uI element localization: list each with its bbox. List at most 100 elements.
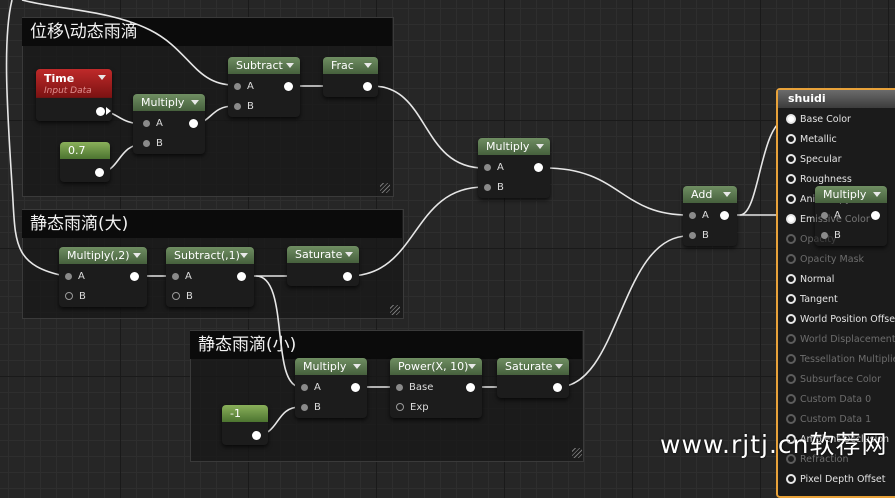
output-pin[interactable] (189, 119, 198, 128)
material-input-row[interactable]: Opacity Mask (786, 254, 864, 266)
chevron-down-icon[interactable] (345, 252, 353, 257)
multiply-by-2-node[interactable]: Multiply(,2) A B (59, 247, 147, 307)
input-pin-b[interactable]: B (234, 101, 254, 113)
input-pin-a[interactable]: A (821, 210, 841, 222)
input-pin-b[interactable]: B (172, 291, 193, 303)
material-input-row[interactable]: Metallic (786, 134, 837, 146)
output-pin[interactable] (252, 431, 261, 440)
input-pin-a[interactable]: A (484, 162, 504, 174)
node-header[interactable]: Saturate (287, 246, 359, 263)
chevron-down-icon[interactable] (286, 63, 294, 68)
input-pin-a[interactable]: A (234, 81, 254, 93)
output-pin[interactable] (534, 163, 543, 172)
input-pin-icon[interactable] (786, 114, 796, 124)
chevron-down-icon[interactable] (353, 364, 361, 369)
input-pin-a[interactable]: A (143, 118, 163, 130)
input-pin-icon[interactable] (786, 374, 796, 384)
output-pin[interactable] (284, 82, 293, 91)
node-header[interactable]: Subtract(,1) (166, 247, 254, 264)
input-pin-icon[interactable] (786, 294, 796, 304)
node-header[interactable]: Multiply (478, 138, 550, 155)
node-header[interactable]: Power(X, 10) (390, 358, 482, 375)
multiply-node-1[interactable]: Multiply A B (133, 94, 205, 154)
input-pin-b[interactable]: B (821, 230, 841, 242)
input-pin-icon[interactable] (786, 474, 796, 484)
multiply-node-2[interactable]: Multiply A B (478, 138, 550, 198)
input-pin-base[interactable]: Base (396, 382, 433, 394)
output-pin[interactable] (871, 211, 880, 220)
chevron-down-icon[interactable] (723, 192, 731, 197)
input-pin-a[interactable]: A (689, 210, 709, 222)
saturate-node-1[interactable]: Saturate (287, 246, 359, 286)
comment-resize-grip[interactable] (380, 183, 390, 193)
input-pin-icon[interactable] (786, 234, 796, 244)
material-input-row[interactable]: Custom Data 0 (786, 394, 871, 406)
material-input-row[interactable]: Roughness (786, 174, 852, 186)
chevron-down-icon[interactable] (191, 100, 199, 105)
input-pin-icon[interactable] (786, 254, 796, 264)
material-input-row[interactable]: Base Color (786, 114, 851, 126)
output-pin[interactable] (351, 383, 360, 392)
input-pin-b[interactable]: B (689, 230, 709, 242)
comment-resize-grip[interactable] (572, 448, 582, 458)
input-pin-a[interactable]: A (65, 271, 85, 283)
input-pin-icon[interactable] (786, 334, 796, 344)
power-node[interactable]: Power(X, 10) Base Exp (390, 358, 482, 418)
input-pin-icon[interactable] (786, 194, 796, 204)
material-input-row[interactable]: Pixel Depth Offset (786, 474, 886, 486)
input-pin-icon[interactable] (786, 434, 796, 444)
chevron-down-icon[interactable] (873, 192, 881, 197)
input-pin-icon[interactable] (786, 354, 796, 364)
input-pin-b[interactable]: B (65, 291, 86, 303)
chevron-down-icon[interactable] (536, 144, 544, 149)
input-pin-a[interactable]: A (172, 271, 192, 283)
material-input-row[interactable]: Subsurface Color (786, 374, 881, 386)
material-input-row[interactable]: Normal (786, 274, 834, 286)
output-pin[interactable] (95, 168, 104, 177)
output-pin[interactable] (466, 383, 475, 392)
material-input-row[interactable]: Refraction (786, 454, 849, 466)
time-node[interactable]: Time Input Data (36, 69, 112, 121)
input-pin-icon[interactable] (786, 454, 796, 464)
multiply-node-overlay[interactable]: Multiply A B (815, 186, 887, 246)
input-pin-b[interactable]: B (143, 138, 163, 150)
material-input-row[interactable]: Specular (786, 154, 842, 166)
output-pin[interactable] (720, 211, 729, 220)
input-pin-exp[interactable]: Exp (396, 402, 429, 414)
input-pin-icon[interactable] (786, 274, 796, 284)
input-pin-icon[interactable] (786, 174, 796, 184)
input-pin-icon[interactable] (786, 154, 796, 164)
input-pin-icon[interactable] (786, 134, 796, 144)
input-pin-b[interactable]: B (301, 402, 321, 414)
chevron-down-icon[interactable] (468, 364, 476, 369)
material-input-row[interactable]: Tangent (786, 294, 838, 306)
material-input-row[interactable]: Tessellation Multiplier (786, 354, 895, 366)
saturate-node-2[interactable]: Saturate (497, 358, 569, 398)
multiply-node-3[interactable]: Multiply A B (295, 358, 367, 418)
constant-node-0-7[interactable]: 0.7 (60, 142, 110, 182)
node-header[interactable]: Saturate (497, 358, 569, 375)
material-input-row[interactable]: World Displacement (786, 334, 895, 346)
material-input-row[interactable]: World Position Offset (786, 314, 895, 326)
input-pin-a[interactable]: A (301, 382, 321, 394)
output-pin[interactable] (130, 272, 139, 281)
output-pin[interactable] (343, 272, 352, 281)
node-header[interactable]: Multiply (815, 186, 887, 203)
input-pin-icon[interactable] (786, 394, 796, 404)
chevron-down-icon[interactable] (555, 364, 563, 369)
subtract-1-node[interactable]: Subtract(,1) A B (166, 247, 254, 307)
input-pin-icon[interactable] (786, 414, 796, 424)
node-header[interactable]: Subtract (228, 57, 300, 74)
chevron-down-icon[interactable] (240, 253, 248, 258)
node-header[interactable]: Multiply(,2) (59, 247, 147, 264)
input-pin-b[interactable]: B (484, 182, 504, 194)
chevron-down-icon[interactable] (364, 63, 372, 68)
material-input-row[interactable]: Custom Data 1 (786, 414, 871, 426)
node-header[interactable]: Add (683, 186, 737, 203)
output-pin[interactable] (553, 383, 562, 392)
chevron-down-icon[interactable] (133, 253, 141, 258)
node-header[interactable]: Multiply (133, 94, 205, 111)
material-input-row[interactable]: Ambient Occlusion (786, 434, 889, 446)
subtract-node[interactable]: Subtract A B (228, 57, 300, 117)
output-pin[interactable] (237, 272, 246, 281)
